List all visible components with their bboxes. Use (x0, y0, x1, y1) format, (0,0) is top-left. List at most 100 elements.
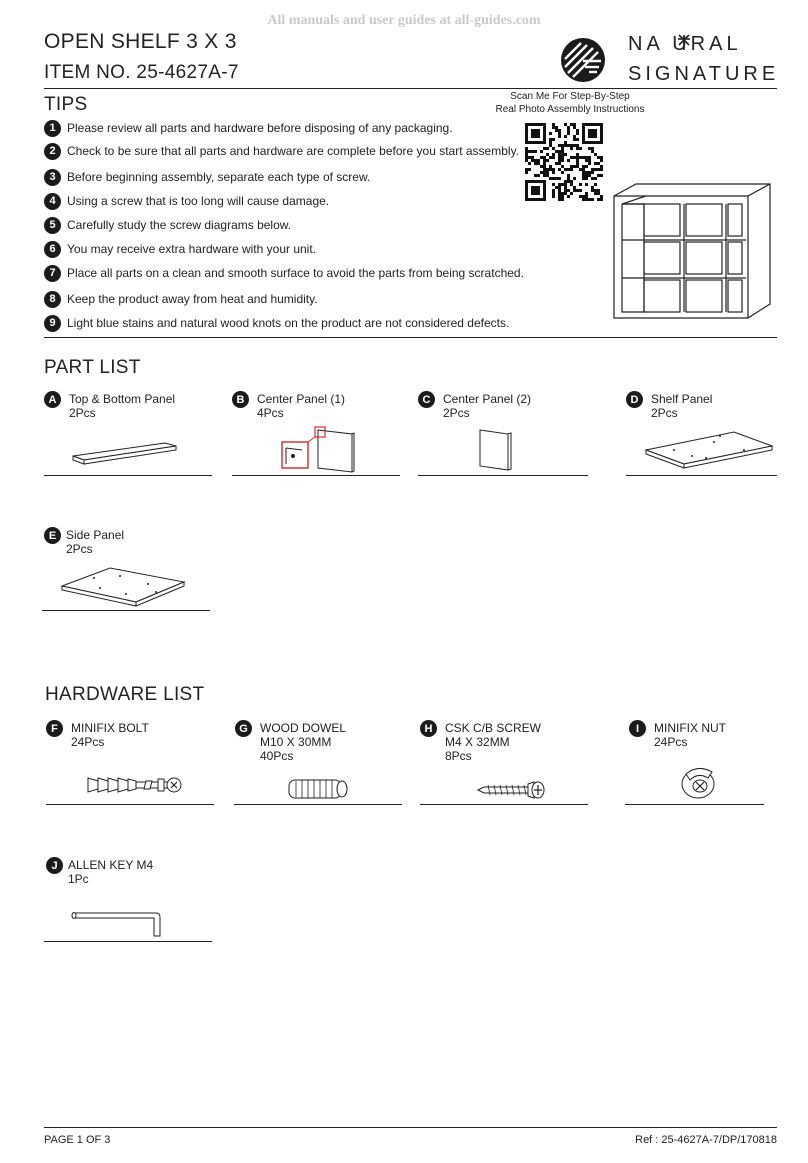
footer-divider (44, 1127, 777, 1128)
brand-name-line2: SIGNATURE (628, 63, 780, 85)
tip-text: Place all parts on a clean and smooth su… (67, 266, 524, 280)
part-b-rule (232, 475, 400, 476)
tip-item: 8 Keep the product away from heat and hum… (44, 289, 318, 309)
csk-screw-icon (476, 781, 545, 799)
part-c: C Center Panel (2)2Pcs (418, 391, 532, 420)
tip-number: 5 (44, 216, 61, 234)
tip-text: Light blue stains and natural wood knots… (67, 316, 510, 330)
hardware-h-name: CSK C/B SCREW (445, 721, 542, 735)
hardware-g-letter: G (235, 720, 252, 737)
tip-item: 9 Light blue stains and natural wood knot… (44, 313, 509, 333)
tip-number: 2 (44, 142, 61, 160)
hardware-i-qty: 24Pcs (654, 735, 688, 749)
page-number: PAGE 1 OF 3 (44, 1134, 111, 1146)
tips-divider (44, 337, 777, 338)
brand-logo-icon (561, 38, 605, 82)
tip-item: 1 Please review all parts and hardware be… (44, 118, 453, 138)
tip-number: 6 (44, 240, 61, 258)
tip-item: 6 You may receive extra hardware with you… (44, 239, 316, 259)
hardware-i-name: MINIFIX NUT (654, 721, 726, 735)
tip-number: 1 (44, 119, 61, 137)
tip-text: Keep the product away from heat and humi… (67, 292, 318, 306)
tip-number: 8 (44, 290, 61, 308)
page-title: OPEN SHELF 3 X 3 (44, 30, 237, 53)
tip-item: 5 Carefully study the screw diagrams belo… (44, 215, 291, 235)
reference-code: Ref : 25-4627A-7/DP/170818 (635, 1134, 777, 1146)
minifix-nut-icon (681, 768, 715, 799)
hardware-j-name: ALLEN KEY M4 (68, 858, 154, 872)
hardware-i-letter: I (629, 720, 646, 737)
part-c-name: Center Panel (2) (443, 392, 532, 406)
center-panel-2-illustration (479, 429, 512, 471)
tip-number: 3 (44, 168, 61, 186)
top-bottom-panel-illustration (72, 442, 177, 465)
part-c-qty: 2Pcs (443, 406, 470, 420)
tip-number: 9 (44, 314, 61, 332)
part-list-heading: PART LIST (44, 357, 141, 378)
tip-item: 2 Check to be sure that all parts and har… (44, 141, 519, 161)
tip-text: You may receive extra hardware with your… (67, 242, 317, 256)
part-b-qty: 4Pcs (257, 406, 284, 420)
hardware-i-rule (625, 804, 764, 805)
minifix-bolt-icon (87, 777, 182, 793)
brand-star-icon (678, 34, 690, 50)
part-e-rule (42, 610, 210, 611)
part-d-qty: 2Pcs (651, 406, 678, 420)
shelf-unit-illustration (613, 183, 771, 319)
watermark: All manuals and user guides at all-guide… (267, 13, 541, 28)
part-b-letter: B (232, 391, 249, 408)
shelf-panel-illustration (644, 431, 774, 469)
part-a-qty: 2Pcs (69, 406, 96, 420)
tip-item: 3 Before beginning assembly, separate eac… (44, 167, 370, 187)
side-panel-illustration (60, 567, 186, 607)
center-panel-1-illustration (281, 426, 355, 473)
hardware-g-spec: M10 X 30MM (260, 735, 332, 749)
part-b-name: Center Panel (1) (257, 392, 346, 406)
hardware-g-rule (234, 804, 402, 805)
part-c-rule (418, 475, 588, 476)
hardware-j-qty: 1Pc (68, 872, 89, 886)
part-a-name: Top & Bottom Panel (69, 392, 176, 406)
hardware-h-qty: 8Pcs (445, 749, 472, 763)
part-e-letter: E (44, 527, 61, 544)
header-divider (44, 88, 777, 89)
part-b: B Center Panel (1)4Pcs (232, 391, 346, 420)
hardware-f-qty: 24Pcs (71, 735, 105, 749)
tip-text: Please review all parts and hardware bef… (67, 121, 453, 135)
part-d-name: Shelf Panel (651, 392, 713, 406)
hardware-g-name: WOOD DOWEL (260, 721, 346, 735)
part-d-rule (626, 475, 777, 476)
allen-key-icon (71, 912, 161, 937)
part-e-name: Side Panel (66, 528, 125, 542)
part-a-rule (44, 475, 212, 476)
part-d-letter: D (626, 391, 643, 408)
hardware-f-rule (46, 804, 214, 805)
wood-dowel-icon (288, 779, 348, 799)
hardware-j-letter: J (46, 857, 63, 874)
hardware-list-heading: HARDWARE LIST (45, 684, 205, 705)
tip-text: Before beginning assembly, separate each… (67, 170, 371, 184)
hardware-f-name: MINIFIX BOLT (71, 721, 149, 735)
tip-number: 4 (44, 192, 61, 210)
hardware-h-spec: M4 X 32MM (445, 735, 510, 749)
item-number: ITEM NO. 25-4627A-7 (44, 62, 239, 83)
hardware-f-letter: F (46, 720, 63, 737)
qr-code-icon[interactable] (525, 123, 603, 201)
tip-text: Check to be sure that all parts and hard… (67, 144, 520, 158)
hardware-h-rule (420, 804, 588, 805)
hardware-h-letter: H (420, 720, 437, 737)
tip-text: Carefully study the screw diagrams below… (67, 218, 292, 232)
part-e-qty: 2Pcs (66, 542, 93, 556)
hardware-g-qty: 40Pcs (260, 749, 294, 763)
qr-note: Scan Me For Step-By-Step Real Photo Asse… (495, 91, 645, 115)
part-c-letter: C (418, 391, 435, 408)
